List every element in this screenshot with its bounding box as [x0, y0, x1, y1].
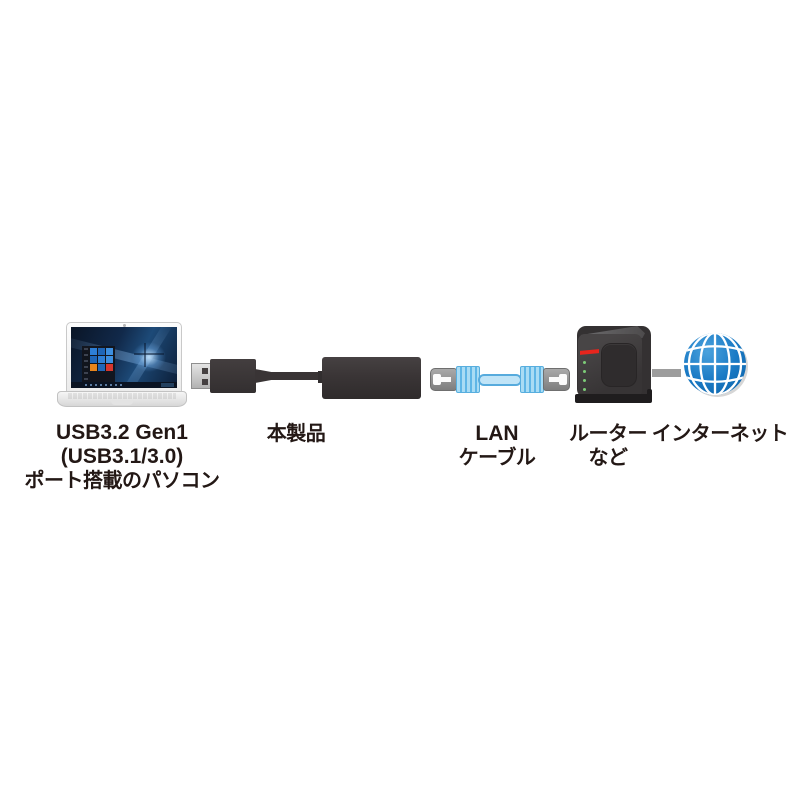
pc-label-line1: USB3.2 Gen1: [56, 421, 188, 444]
laptop-base: [57, 391, 187, 407]
lan-cable-label: LAN ケーブル: [447, 422, 547, 470]
router-label-line1: ルーター: [569, 423, 648, 445]
router-led: [583, 361, 586, 364]
adapter-cable: [270, 372, 325, 380]
tile: [90, 356, 97, 363]
tile: [98, 356, 105, 363]
usb-lan-adapter-icon: [191, 357, 421, 400]
pc-label: USB3.2 Gen1 (USB3.1/3.0) ポート搭載のパソコン: [7, 421, 237, 493]
windows-logo-glow: [132, 341, 167, 372]
globe-icon: [684, 333, 748, 397]
router-label: ルーター など: [558, 422, 658, 470]
lan-label-line1: LAN: [475, 422, 519, 445]
usb-plug-body: [210, 359, 256, 393]
start-menu-rail: [84, 348, 88, 386]
router-led: [583, 370, 586, 373]
product-label-text: 本製品: [266, 423, 326, 445]
laptop-screen: [71, 327, 177, 388]
start-menu-tiles: [90, 348, 113, 371]
taskbar-tray: [161, 383, 174, 387]
product-label: 本製品: [246, 422, 346, 446]
tile: [106, 348, 113, 355]
laptop-keyboard: [68, 393, 176, 399]
pc-label-line2: (USB3.1/3.0): [60, 445, 184, 468]
cable-strain-relief: [255, 369, 272, 383]
rj45-connector-left: [430, 368, 457, 391]
router-led: [583, 379, 586, 382]
tile: [106, 356, 113, 363]
usb-contact-hole: [202, 368, 208, 374]
windows-logo-pane: [133, 353, 164, 356]
router-stand: [575, 389, 652, 403]
router-label-line2: など: [588, 447, 629, 469]
router-front-panel: [602, 344, 636, 386]
rj45-connector-right: [543, 368, 570, 391]
taskbar-icons: [85, 384, 125, 386]
tile: [90, 364, 97, 371]
laptop-icon: [57, 322, 187, 408]
internet-label: インターネット: [637, 422, 800, 446]
tile: [98, 348, 105, 355]
taskbar: [71, 382, 177, 388]
usb-plug-metal: [191, 363, 211, 389]
router-icon: [575, 324, 653, 408]
adapter-body: [322, 357, 421, 399]
cable-boot-left: [456, 366, 480, 393]
cable-entry: [318, 371, 325, 383]
router-led: [583, 388, 586, 391]
laptop-lid: [66, 322, 182, 393]
lan-label-line2: ケーブル: [458, 447, 536, 469]
tile: [90, 348, 97, 355]
start-menu: [82, 346, 115, 388]
lan-cable-wire: [478, 374, 522, 386]
cable-boot-right: [520, 366, 544, 393]
laptop-notch: [111, 401, 133, 405]
tile: [106, 364, 113, 371]
usb-contact-hole: [202, 379, 208, 385]
rj45-clip: [549, 374, 567, 385]
internet-label-text: インターネット: [651, 423, 789, 445]
tile: [98, 364, 105, 371]
lan-cable-icon: [430, 366, 570, 393]
pc-label-line3: ポート搭載のパソコン: [24, 470, 221, 492]
webcam-dot: [123, 324, 126, 327]
connector-line: [652, 369, 681, 377]
rj45-clip: [433, 374, 451, 385]
